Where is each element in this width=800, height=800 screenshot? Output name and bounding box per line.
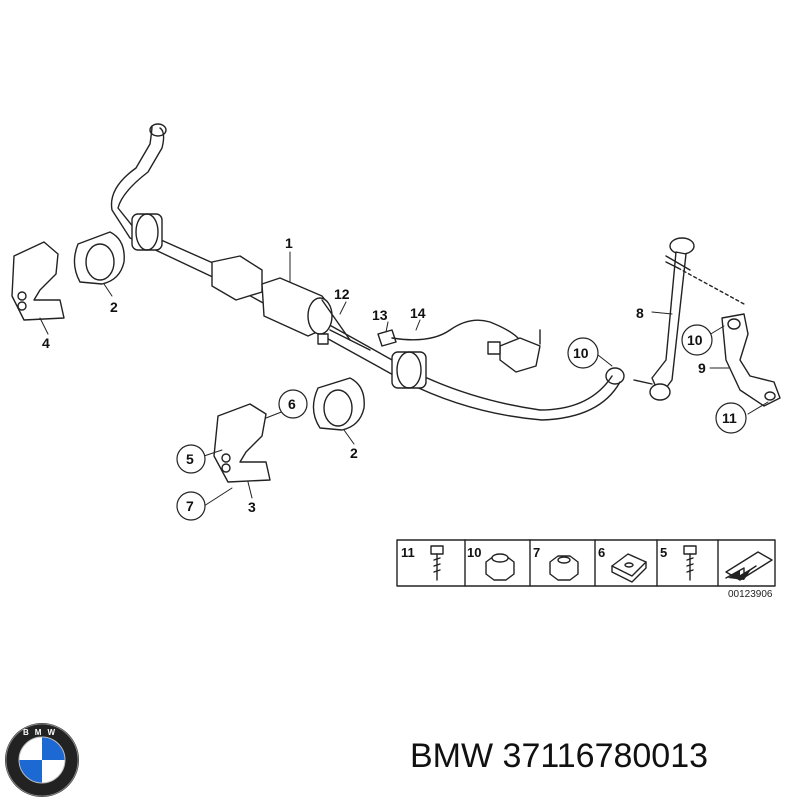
- stabilizer-bar: [110, 123, 625, 421]
- callout-3: 3: [248, 499, 256, 515]
- bracket-lower: [213, 403, 271, 483]
- callout-10-left: 10: [573, 345, 589, 361]
- table-label-6: 6: [598, 545, 605, 560]
- part-number: 37116780013: [502, 737, 709, 775]
- callout-14: 14: [410, 305, 426, 321]
- bmw-logo: BMW: [5, 723, 79, 797]
- parts-table: [396, 539, 776, 587]
- diagram-number: 00123906: [728, 589, 773, 600]
- callout-9: 9: [698, 360, 706, 376]
- callout-1: 1: [285, 235, 293, 251]
- table-label-11: 11: [401, 545, 415, 560]
- callout-7: 7: [186, 498, 194, 514]
- callout-11: 11: [722, 410, 737, 426]
- callout-2-upper: 2: [110, 299, 118, 315]
- bushing-lower: [312, 377, 365, 431]
- callout-6: 6: [288, 396, 296, 412]
- swing-arm: [721, 313, 781, 407]
- callout-8: 8: [636, 305, 644, 321]
- table-label-10: 10: [467, 545, 481, 560]
- table-label-7: 7: [533, 545, 540, 560]
- view-arrow-icon: [728, 568, 752, 580]
- callout-4: 4: [42, 335, 50, 351]
- callout-12: 12: [334, 286, 350, 302]
- part-caption: BMW 37116780013: [410, 736, 708, 776]
- link-rod: [633, 237, 745, 401]
- callout-5: 5: [186, 451, 194, 467]
- leader-lines: [39, 251, 769, 507]
- callout-2-lower: 2: [350, 445, 358, 461]
- bracket-upper: [11, 241, 65, 321]
- callout-13: 13: [372, 307, 388, 323]
- callout-10-right: 10: [687, 332, 703, 348]
- table-label-5: 5: [660, 545, 667, 560]
- bushing-upper: [73, 231, 125, 285]
- brand-name: BMW: [410, 737, 494, 775]
- svg-text:BMW: BMW: [23, 728, 61, 737]
